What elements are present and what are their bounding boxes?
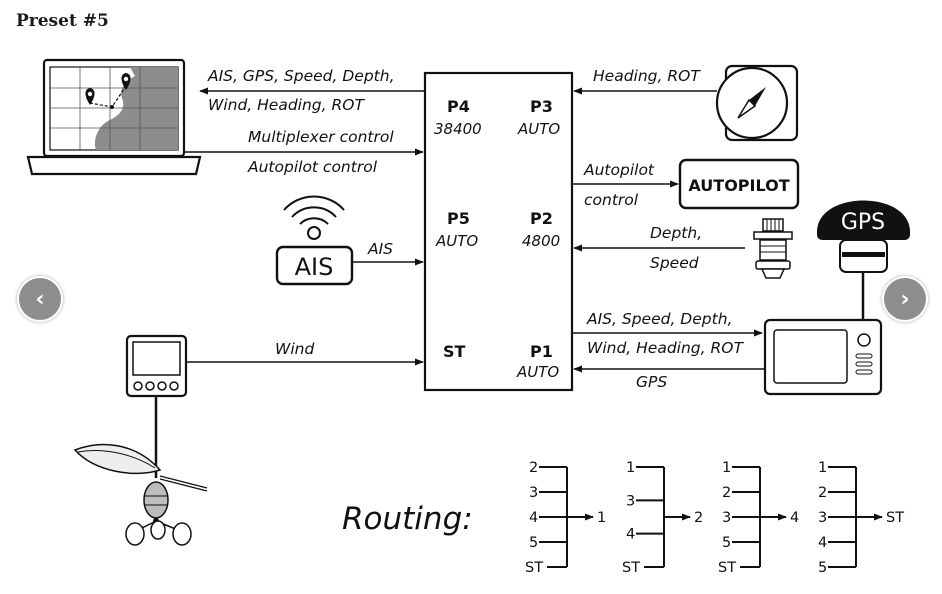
port-p4-name: P4	[447, 97, 470, 116]
label-laptop-in-2: Autopilot control	[247, 158, 378, 176]
next-slide-button[interactable]: ›	[882, 276, 928, 322]
routing-input-label: 1	[626, 460, 635, 476]
port-p5-name: P5	[447, 209, 470, 228]
depth-transducer-icon	[753, 218, 793, 279]
port-p5-baud: AUTO	[435, 232, 478, 250]
label-laptop-out-2: Wind, Heading, ROT	[208, 96, 365, 114]
routing-group: 1 2 3 5ST 4	[718, 460, 799, 576]
routing-label: Routing:	[342, 501, 473, 537]
label-compass-in: Heading, ROT	[593, 67, 701, 85]
label-wind-in: Wind	[275, 340, 314, 358]
routing-input-label: 3	[722, 510, 731, 526]
routing-output-label: 2	[694, 510, 703, 526]
routing-input-label: 4	[818, 535, 827, 551]
wind-display-icon	[125, 334, 188, 398]
label-depth-in-1: Depth,	[650, 224, 702, 242]
label-autopilot-out-1: Autopilot	[583, 161, 655, 179]
chevron-right-icon: ›	[900, 286, 910, 312]
routing-input-label: 1	[818, 460, 827, 476]
label-plotter-in: GPS	[636, 373, 667, 391]
multiplexer-box	[423, 71, 574, 392]
label-autopilot-out-2: control	[584, 191, 639, 209]
chart-plotter-icon	[763, 318, 883, 396]
ais-device-label: AIS	[295, 253, 334, 281]
routing-input-label: 1	[722, 460, 731, 476]
gps-antenna-label: GPS	[841, 210, 885, 235]
ais-device	[275, 245, 354, 286]
port-p1-name: P1	[530, 342, 553, 361]
port-p3-name: P3	[530, 97, 553, 116]
routing-input-label: 3	[626, 493, 635, 509]
routing-input-label: 3	[529, 485, 538, 501]
label-ais-in: AIS	[367, 240, 393, 258]
wind-sensor-icon	[73, 443, 208, 546]
chevron-left-icon: ‹	[35, 286, 45, 312]
routing-output-label: 4	[790, 510, 799, 526]
routing-input-label: ST	[622, 560, 640, 576]
port-p3-baud: AUTO	[517, 120, 560, 138]
label-laptop-in-1: Multiplexer control	[248, 128, 394, 146]
autopilot-device-label: AUTOPILOT	[688, 176, 789, 195]
routing-input-label: 4	[529, 510, 538, 526]
routing-input-label: 5	[529, 535, 538, 551]
routing-input-label: 5	[722, 535, 731, 551]
laptop-icon	[26, 58, 202, 176]
routing-input-label: 4	[626, 527, 635, 543]
port-p2-baud: 4800	[522, 232, 560, 250]
routing-input-label: ST	[525, 560, 543, 576]
routing-input-label: 5	[818, 560, 827, 576]
port-p2-name: P2	[530, 209, 553, 228]
routing-input-label: 2	[529, 460, 538, 476]
routing-input-label: 3	[818, 510, 827, 526]
routing-group: 2 3 4 5ST 1	[525, 460, 606, 576]
compass-icon	[715, 64, 799, 142]
routing-input-label: 2	[722, 485, 731, 501]
autopilot-device	[678, 158, 800, 210]
prev-slide-button[interactable]: ‹	[17, 276, 63, 322]
label-plotter-out-1: AIS, Speed, Depth,	[586, 310, 732, 328]
port-st-name: ST	[443, 342, 466, 361]
routing-output-label: ST	[886, 510, 904, 526]
page-title: Preset #5	[16, 11, 109, 31]
label-laptop-out-1: AIS, GPS, Speed, Depth,	[207, 67, 395, 85]
port-p4-baud: 38400	[434, 120, 482, 138]
routing-input-label: ST	[718, 560, 736, 576]
port-p1-baud: AUTO	[516, 363, 559, 381]
routing-output-label: 1	[597, 510, 606, 526]
label-depth-in-2: Speed	[650, 254, 699, 272]
label-plotter-out-2: Wind, Heading, ROT	[587, 339, 744, 357]
routing-input-label: 2	[818, 485, 827, 501]
wireless-icon	[283, 195, 345, 240]
routing-group: 1 2 3 4 5 ST	[818, 460, 904, 576]
routing-group: 1 3 4ST 2	[622, 460, 703, 576]
